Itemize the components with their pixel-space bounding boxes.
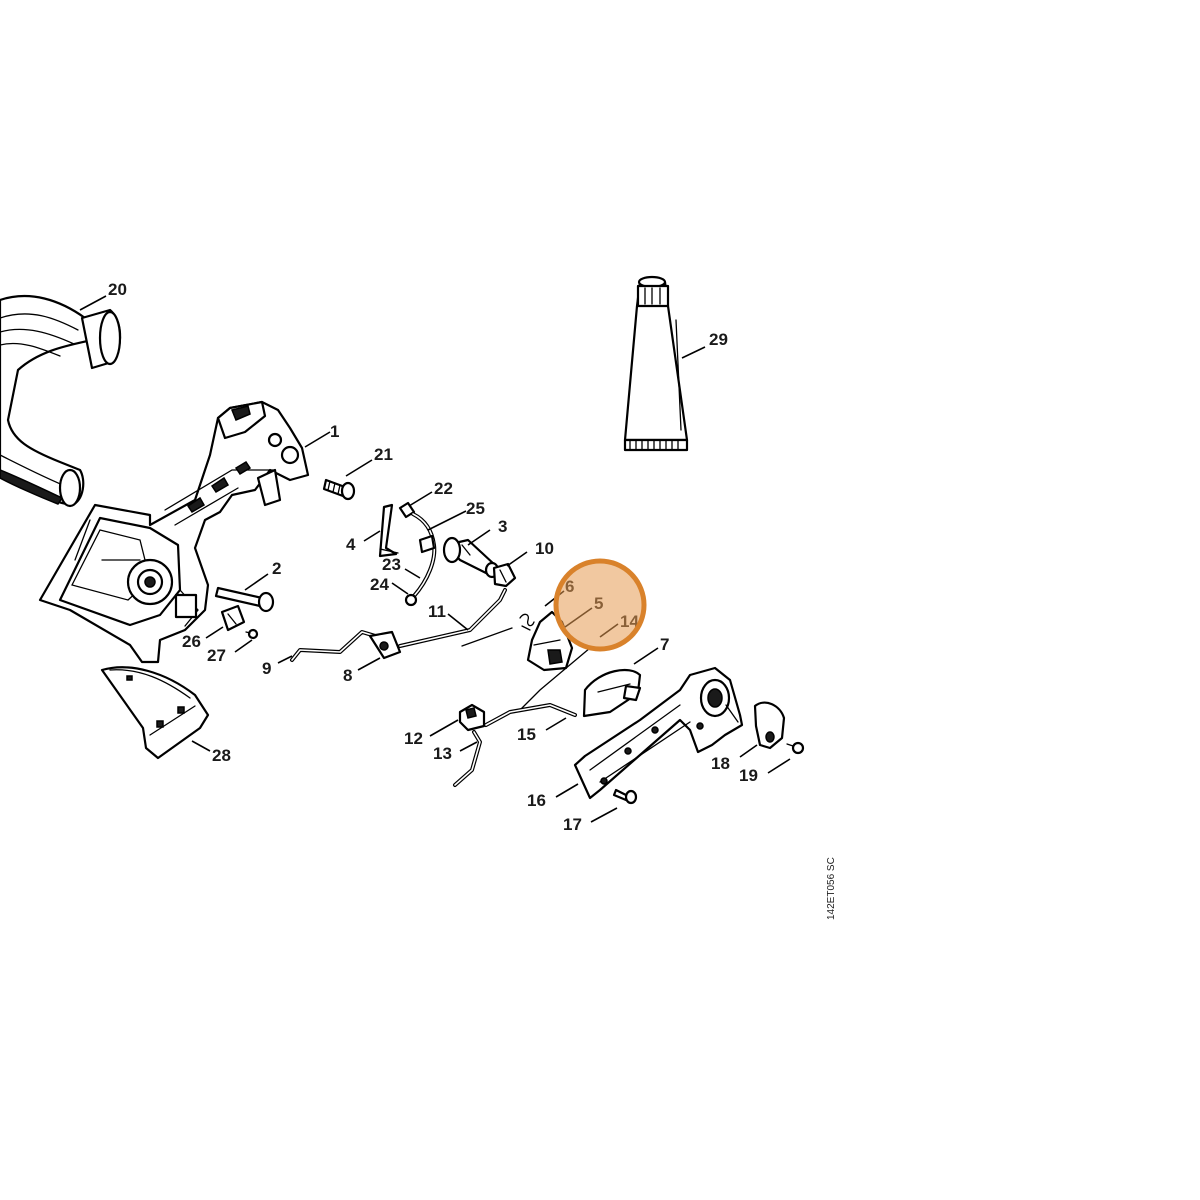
part-25-cable[interactable]	[411, 512, 437, 598]
callout-19: 19	[739, 766, 758, 785]
callout-7: 7	[660, 635, 669, 654]
part-26-nut[interactable]	[220, 604, 246, 632]
callout-16: 16	[527, 791, 546, 810]
part-10-lever[interactable]	[492, 562, 517, 588]
part-20-handlebar[interactable]	[0, 294, 122, 508]
part-22-clip[interactable]	[398, 501, 416, 519]
part-28-cover[interactable]	[100, 666, 210, 760]
callout-18: 18	[711, 754, 730, 773]
callout-15: 15	[517, 725, 536, 744]
part-24-eyelet[interactable]	[404, 593, 418, 607]
highlight-marker	[553, 558, 647, 652]
part-4-bracket[interactable]	[378, 503, 399, 558]
part-27-small-screw[interactable]	[245, 628, 259, 640]
callout-11: 11	[428, 602, 446, 621]
part-16-rear-handle[interactable]	[573, 666, 744, 800]
part-7-trigger-cover[interactable]	[582, 668, 642, 718]
callout-17: 17	[563, 815, 582, 834]
callout-27: 27	[207, 646, 226, 665]
callout-24: 24	[370, 575, 389, 594]
part-2-screw[interactable]	[214, 586, 275, 613]
callout-3: 3	[498, 517, 507, 536]
callout-9: 9	[262, 659, 271, 678]
callout-2: 2	[272, 559, 281, 578]
part-15-spring-rod[interactable]	[484, 703, 577, 727]
part-18-cap[interactable]	[753, 701, 786, 750]
callout-21: 21	[374, 445, 393, 464]
part-1-tank-housing[interactable]	[38, 400, 310, 664]
callout-12: 12	[404, 729, 423, 748]
part-9-rod[interactable]	[290, 630, 384, 662]
callout-4: 4	[346, 535, 356, 554]
callout-22: 22	[434, 479, 453, 498]
callout-8: 8	[343, 666, 352, 685]
part-29-grease-tube[interactable]	[623, 275, 689, 452]
part-19-screw[interactable]	[786, 741, 805, 755]
drawing-code: 142ET056 SC	[826, 857, 837, 920]
part-21-screw[interactable]	[322, 478, 356, 501]
part-11-throttle-rod[interactable]	[398, 588, 513, 648]
part-13-rod[interactable]	[453, 730, 482, 787]
part-12-clamp[interactable]	[458, 703, 486, 732]
callout-13: 13	[433, 744, 452, 763]
part-23-cable-end[interactable]	[418, 534, 436, 554]
callout-28: 28	[212, 746, 231, 765]
callout-20: 20	[108, 280, 127, 299]
callout-1: 1	[330, 422, 339, 441]
part-8-connector[interactable]	[368, 630, 402, 660]
part-6-spring[interactable]	[519, 613, 535, 631]
callout-10: 10	[535, 539, 554, 558]
part-17-screw[interactable]	[612, 788, 638, 805]
callout-29: 29	[709, 330, 728, 349]
callout-25: 25	[466, 499, 485, 518]
callout-26: 26	[182, 632, 201, 651]
callout-23: 23	[382, 555, 401, 574]
